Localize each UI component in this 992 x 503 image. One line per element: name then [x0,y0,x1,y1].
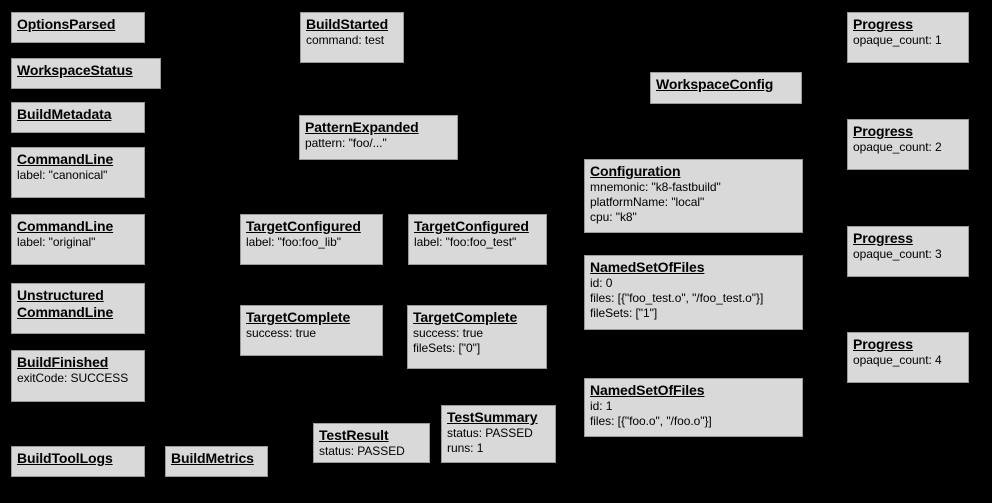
event-node-title: OptionsParsed [17,16,116,32]
event-node-field: label: "canonical" [17,168,108,182]
event-node-build-tool-logs[interactable]: BuildToolLogs [11,446,145,477]
event-node-field: command: test [306,33,385,47]
event-node-title: CommandLine [17,151,114,167]
event-node-field: opaque_count: 3 [853,247,942,261]
event-node-field: exitCode: SUCCESS [17,371,129,385]
event-node-field: fileSets: ["1"] [590,306,658,320]
event-node-title: BuildStarted [306,16,389,32]
event-node-title: TargetComplete [246,309,351,325]
event-node-fields: label: "foo:foo_test" [414,235,541,250]
event-node-fields: label: "canonical" [17,168,139,183]
event-node-field: success: true [413,326,484,340]
event-node-fields: opaque_count: 4 [853,353,963,368]
event-node-field: opaque_count: 1 [853,33,942,47]
event-node-title: TargetConfigured [246,218,361,234]
event-node-field: platformName: "local" [590,195,705,209]
event-node-title: BuildMetrics [171,450,254,466]
event-node-unstructured-command-line[interactable]: Unstructured CommandLine [11,283,145,334]
event-node-title: WorkspaceStatus [17,62,133,78]
event-node-title: NamedSetOfFiles [590,382,705,398]
event-node-build-metadata[interactable]: BuildMetadata [11,102,145,133]
event-node-title: BuildToolLogs [17,450,113,466]
event-node-title: BuildFinished [17,354,109,370]
event-node-field: opaque_count: 2 [853,140,942,154]
event-node-field: success: true [246,326,317,340]
event-node-field: runs: 1 [447,441,484,455]
event-node-title: Configuration [590,163,681,179]
event-node-title: TargetComplete [413,309,518,325]
event-node-fields: command: test [306,33,398,48]
event-node-field: files: [{"foo_test.o", "/foo_test.o"}] [590,291,764,305]
event-node-fields: opaque_count: 2 [853,140,963,155]
event-node-field: status: PASSED [319,444,405,458]
event-node-options-parsed[interactable]: OptionsParsed [11,12,145,43]
event-node-field: pattern: "foo/..." [305,136,387,150]
event-node-field: label: "foo:foo_lib" [246,235,341,249]
event-node-fields: mnemonic: "k8-fastbuild"platformName: "l… [590,180,797,225]
event-node-fields: success: true [246,326,377,341]
event-node-workspace-status[interactable]: WorkspaceStatus [11,58,161,89]
event-node-fields: pattern: "foo/..." [305,136,452,151]
event-node-fields: opaque_count: 1 [853,33,963,48]
event-node-title: Unstructured CommandLine [17,287,114,320]
event-node-field: cpu: "k8" [590,210,637,224]
event-node-title: PatternExpanded [305,119,419,135]
event-node-field: fileSets: ["0"] [413,341,481,355]
event-node-fields: opaque_count: 3 [853,247,963,262]
event-node-field: files: [{"foo.o", "/foo.o"}] [590,414,712,428]
event-node-title: WorkspaceConfig [656,76,774,92]
event-node-fields: exitCode: SUCCESS [17,371,139,386]
event-node-title: Progress [853,123,913,139]
event-node-field: status: PASSED [447,426,533,440]
event-node-field: id: 1 [590,399,613,413]
event-node-fields: label: "foo:foo_lib" [246,235,377,250]
event-node-fields: status: PASSED [319,444,424,459]
event-node-title: TestSummary [447,409,538,425]
event-node-title: Progress [853,230,913,246]
event-node-field: mnemonic: "k8-fastbuild" [590,180,721,194]
event-node-title: BuildMetadata [17,106,112,122]
event-node-title: TargetConfigured [414,218,529,234]
event-node-field: opaque_count: 4 [853,353,942,367]
event-node-title: NamedSetOfFiles [590,259,705,275]
event-node-title: Progress [853,16,913,32]
event-node-field: id: 0 [590,276,613,290]
event-node-workspace-config[interactable]: WorkspaceConfig [650,72,802,104]
event-node-title: TestResult [319,427,389,443]
event-node-build-metrics[interactable]: BuildMetrics [165,446,268,477]
event-node-fields: label: "original" [17,235,139,250]
event-node-title: Progress [853,336,913,352]
event-node-field: label: "foo:foo_test" [414,235,517,249]
event-node-field: label: "original" [17,235,96,249]
event-node-title: CommandLine [17,218,114,234]
